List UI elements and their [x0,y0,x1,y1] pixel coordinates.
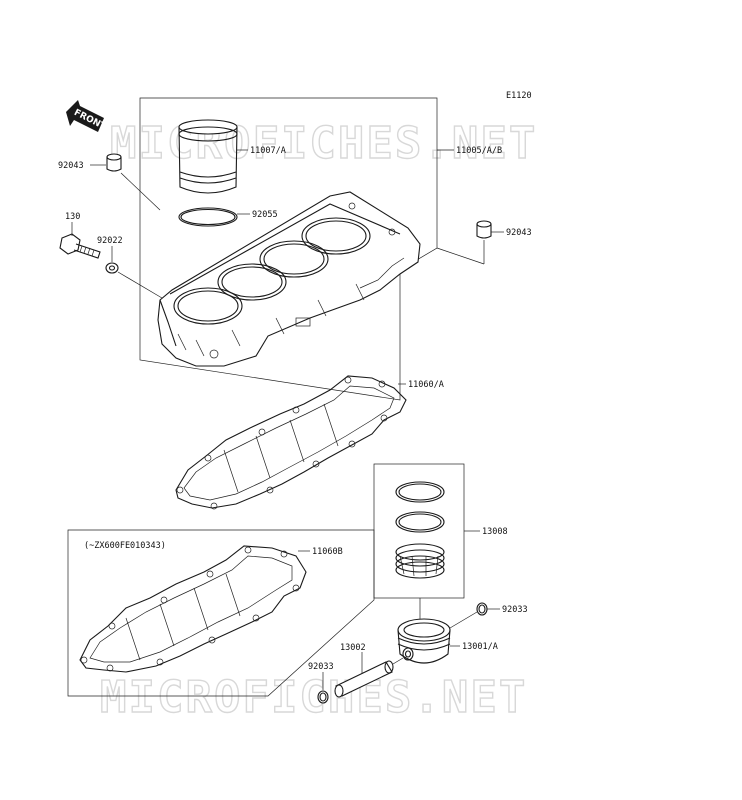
piston-pin-part [334,660,394,698]
label-13002: 13002 [340,643,366,653]
head-gasket-a-part [175,375,407,510]
label-92022: 92022 [97,236,123,246]
label-11060a: 11060/A [408,380,444,390]
label-92043-right: 92043 [506,228,532,238]
label-13001: 13001/A [462,642,498,652]
washer-part [105,262,119,274]
front-arrow-icon: FRONT [66,100,108,133]
label-11007: 11007/A [250,146,286,156]
piston-part [397,618,451,664]
variant-note: (~ZX600FE010343) [84,541,166,551]
piston-rings-part [395,481,445,579]
label-92033-right: 92033 [502,605,528,615]
o-ring-part [178,207,238,227]
dowel-pin-right-part [476,220,492,239]
label-92033-left: 92033 [308,662,334,672]
label-11060b: 11060B [312,547,343,557]
dowel-pin-left-part [106,153,122,172]
circlip-right-part [476,602,488,616]
cylinder-sleeve-part [178,119,238,194]
label-11005: 11005/A/B [456,146,502,156]
label-92055: 92055 [252,210,278,220]
bolt-part [59,233,101,259]
label-92043-left: 92043 [58,161,84,171]
label-13008: 13008 [482,527,508,537]
cylinder-block-part [157,191,421,367]
watermark-top: MICROFICHES.NET [110,118,537,169]
head-gasket-b-part [79,545,307,673]
variant-gasket-frame [67,529,375,697]
circlip-left-part [317,690,329,704]
watermark-bottom: MICROFICHES.NET [100,672,527,723]
label-130: 130 [65,212,80,222]
diagram-code: E1120 [506,91,532,101]
